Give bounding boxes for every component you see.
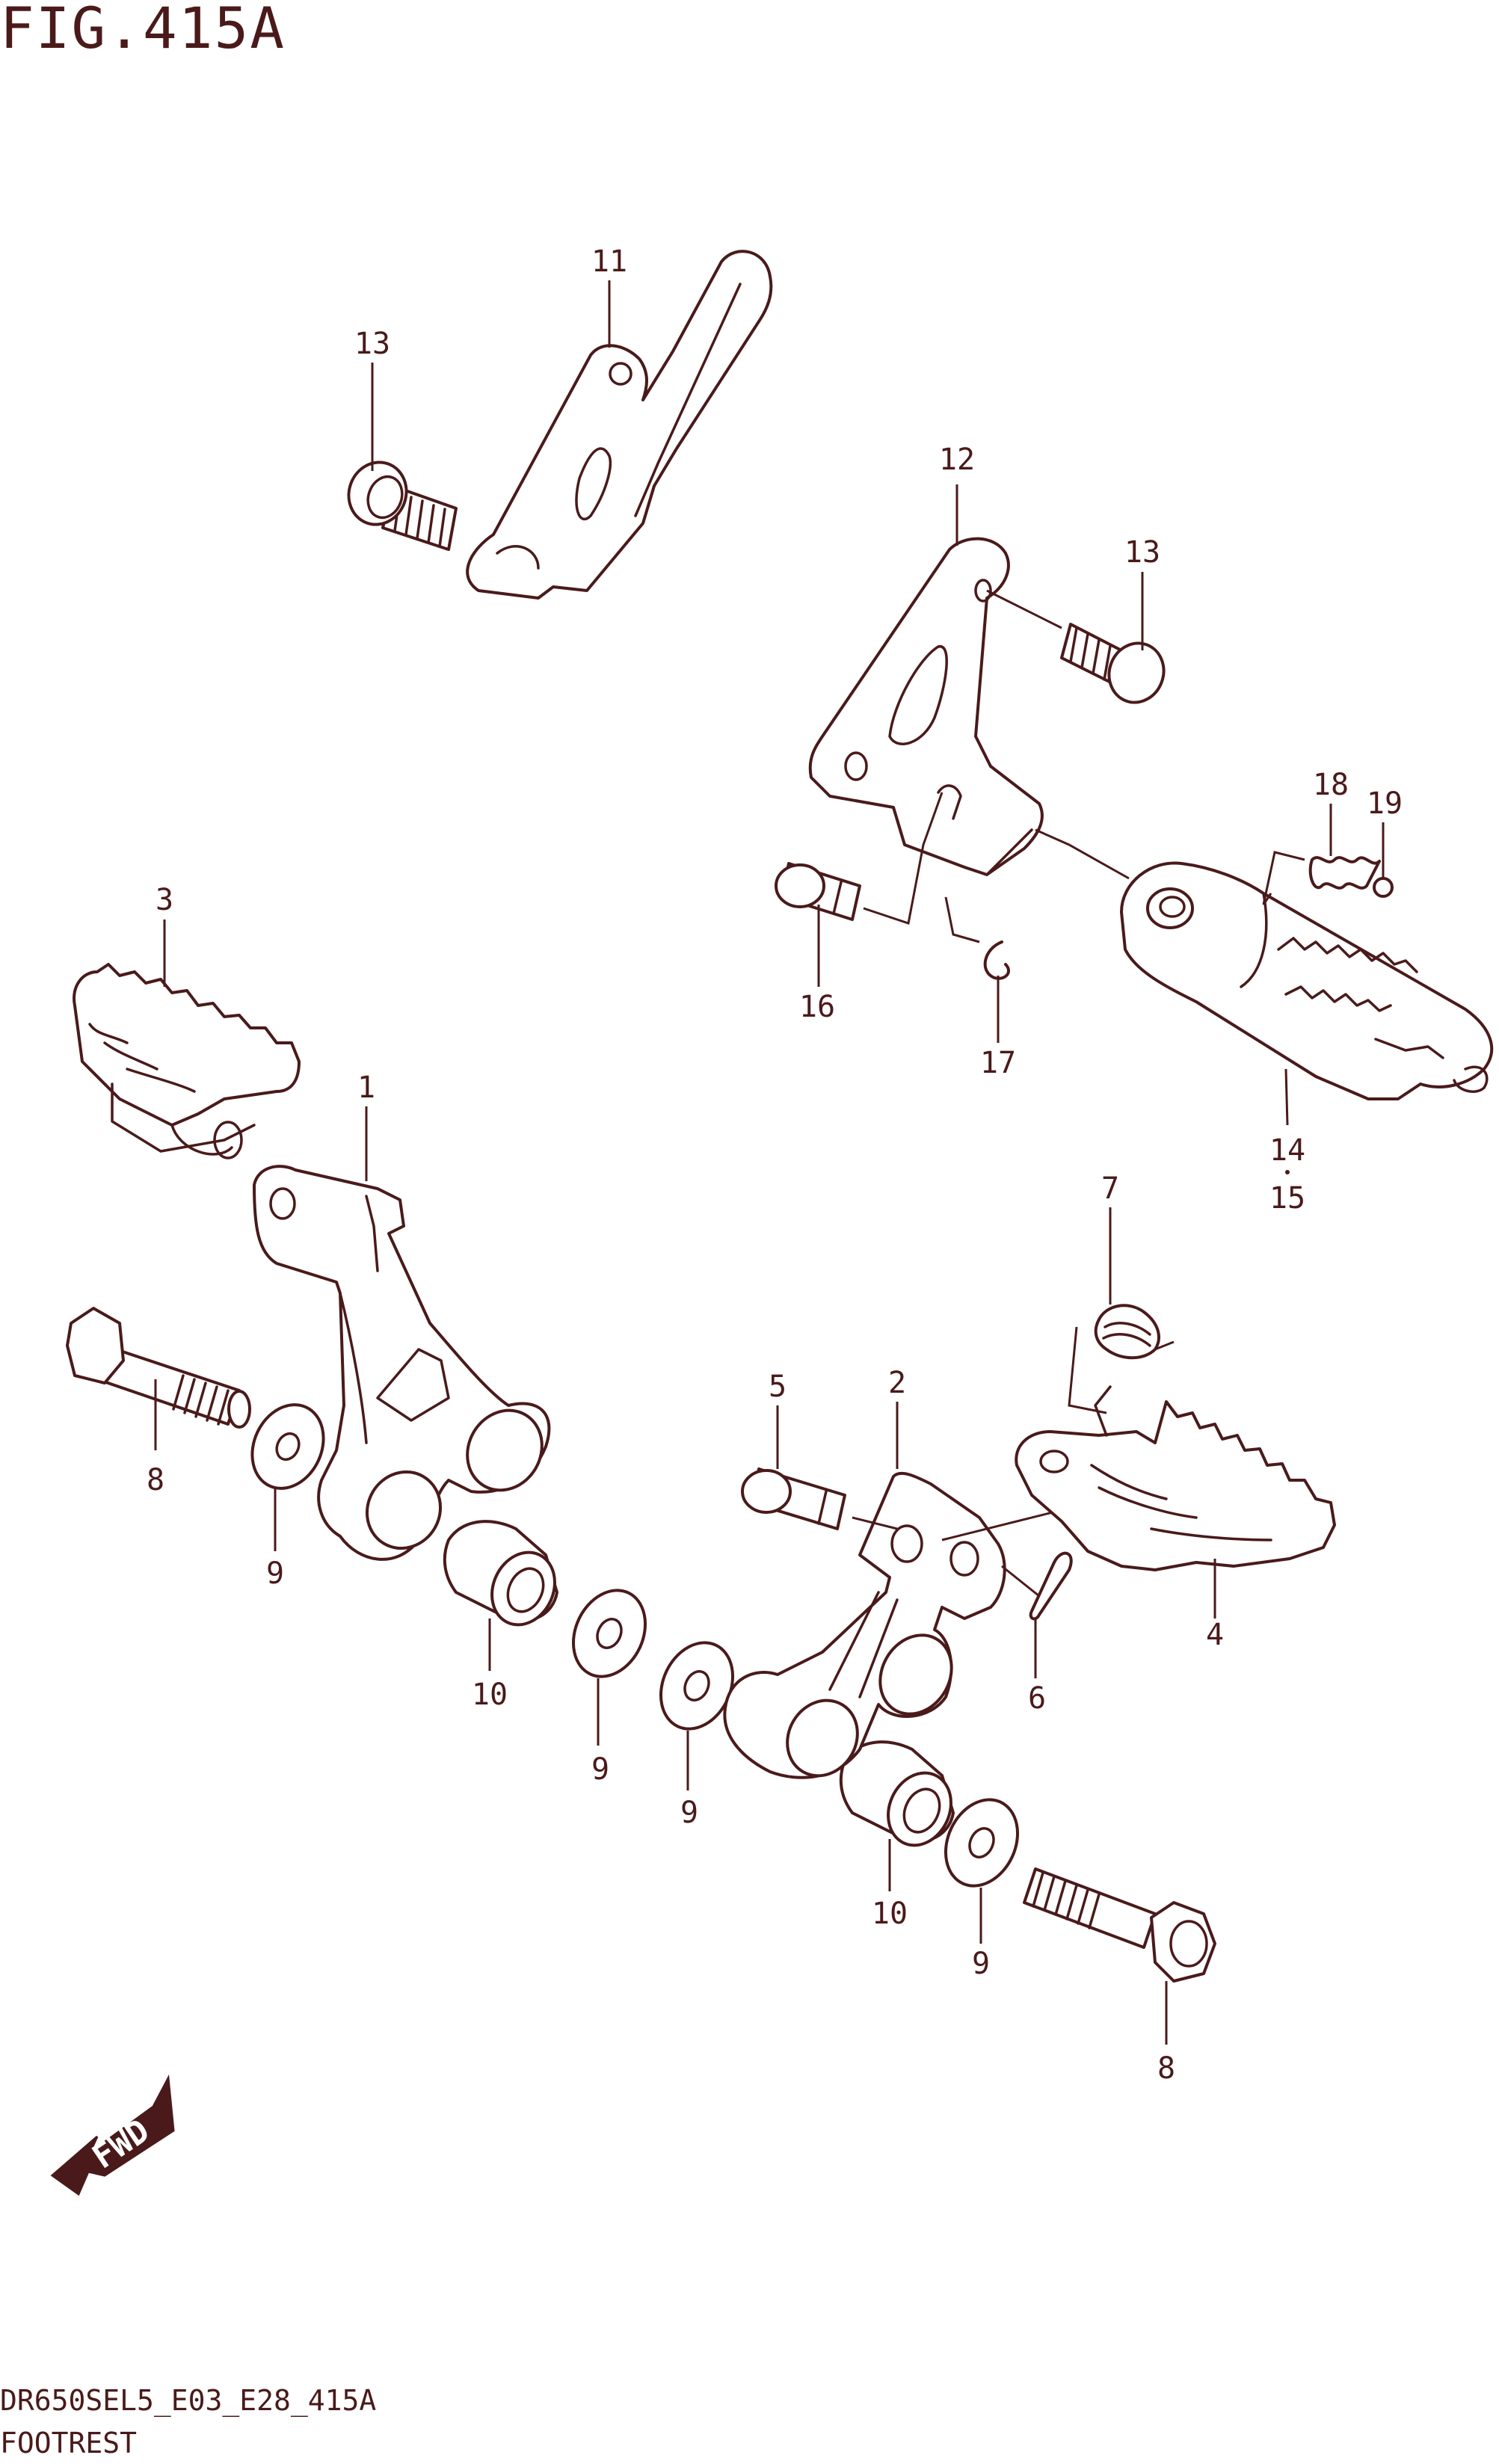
figure-caption: FOOTREST bbox=[0, 2427, 138, 2460]
part-19-ball[interactable] bbox=[1373, 877, 1394, 898]
part-18-spring[interactable] bbox=[1262, 851, 1381, 905]
part-6-cotter-pin[interactable] bbox=[1001, 1551, 1073, 1621]
fwd-arrow-badge: FWD bbox=[50, 2074, 175, 2196]
callout-18[interactable]: 18 bbox=[1313, 768, 1349, 802]
part-13-bolt-upper-left[interactable] bbox=[340, 455, 458, 551]
callout-3[interactable]: 3 bbox=[156, 883, 173, 917]
part-10-bushing-b[interactable] bbox=[839, 1740, 963, 1855]
part-11-guard-plate[interactable] bbox=[466, 250, 773, 600]
callout-10-b[interactable]: 10 bbox=[872, 1897, 908, 1931]
part-14-15-footrest-right[interactable] bbox=[1035, 828, 1494, 1100]
callout-13-upper-left[interactable]: 13 bbox=[354, 327, 390, 361]
callout-16[interactable]: 16 bbox=[799, 990, 835, 1024]
callout-10-a[interactable]: 10 bbox=[472, 1678, 508, 1712]
part-9-washer-d[interactable] bbox=[932, 1788, 1031, 1898]
part-8-bolt-right[interactable] bbox=[1023, 1867, 1216, 1983]
part-17-clip[interactable] bbox=[944, 896, 1010, 980]
part-7-spring[interactable] bbox=[1068, 1304, 1175, 1414]
callout-5[interactable]: 5 bbox=[769, 1370, 787, 1404]
callout-9-d[interactable]: 9 bbox=[972, 1947, 990, 1981]
part-1-bracket-left[interactable] bbox=[253, 1165, 556, 1562]
part-4-footrest-right[interactable] bbox=[1015, 1385, 1336, 1571]
callout-19[interactable]: 19 bbox=[1367, 786, 1403, 821]
callout-8-left[interactable]: 8 bbox=[147, 1463, 164, 1497]
part-9-washer-a[interactable] bbox=[239, 1393, 337, 1500]
callout-17[interactable]: 17 bbox=[980, 1046, 1016, 1080]
callout-1[interactable]: 1 bbox=[357, 1071, 375, 1105]
model-code: DR650SEL5_E03_E28_415A bbox=[0, 2384, 377, 2417]
callout-labels: 11 13 12 13 18 19 16 17 14 15 3 1 7 5 2 … bbox=[147, 244, 1403, 2086]
callout-9-a[interactable]: 9 bbox=[266, 1556, 284, 1591]
part-3-footrest-left[interactable] bbox=[73, 963, 301, 1159]
part-8-bolt-left[interactable] bbox=[66, 1307, 251, 1429]
figure-title: FIG.415A bbox=[0, 0, 286, 61]
callout-14[interactable]: 14 bbox=[1269, 1133, 1305, 1168]
callout-9-c[interactable]: 9 bbox=[680, 1796, 698, 1830]
part-10-bushing-a[interactable] bbox=[443, 1520, 567, 1635]
callout-leaders bbox=[154, 280, 1385, 2045]
callout-8-right[interactable]: 8 bbox=[1157, 2051, 1175, 2086]
callout-9-b[interactable]: 9 bbox=[591, 1752, 609, 1787]
part-5-pin[interactable] bbox=[741, 1467, 898, 1530]
callout-7[interactable]: 7 bbox=[1101, 1171, 1119, 1206]
part-2-bracket-right[interactable] bbox=[723, 1471, 1062, 1789]
callout-2[interactable]: 2 bbox=[888, 1366, 906, 1400]
callout-12[interactable]: 12 bbox=[939, 443, 975, 477]
callout-4[interactable]: 4 bbox=[1206, 1618, 1224, 1652]
callout-13-upper-right[interactable]: 13 bbox=[1124, 535, 1160, 570]
callout-11[interactable]: 11 bbox=[591, 244, 627, 279]
part-12-bracket[interactable] bbox=[808, 537, 1062, 876]
callout-15[interactable]: 15 bbox=[1269, 1181, 1305, 1216]
part-16-pin[interactable] bbox=[775, 792, 944, 925]
part-9-washer-b[interactable] bbox=[560, 1579, 659, 1689]
callout-6[interactable]: 6 bbox=[1028, 1681, 1046, 1716]
part-13-bolt-upper-right[interactable] bbox=[1060, 623, 1172, 710]
